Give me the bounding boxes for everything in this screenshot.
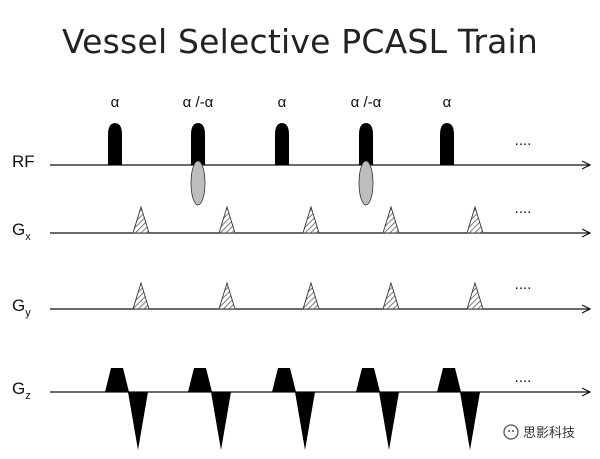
gx-channel-label: Gx: [12, 220, 31, 243]
rf-negative-lobe-2: [190, 160, 206, 206]
gy-gradient-4: [382, 281, 400, 310]
rf-pulse-4: [359, 123, 373, 165]
gy-gradient-2: [218, 281, 236, 310]
gz-label-subscript: z: [25, 390, 31, 402]
gz-slice-select-5: [437, 368, 461, 392]
wechat-icon: [503, 423, 519, 440]
watermark: 思影科技: [503, 422, 575, 441]
gx-ellipsis: ....: [515, 200, 532, 217]
rf-pulse-label-2: α /-α: [183, 94, 214, 111]
gz-ellipsis: ....: [515, 369, 532, 386]
gx-gradient-1: [132, 205, 150, 234]
gy-channel-label: Gy: [12, 296, 31, 319]
gz-slice-select-2: [188, 368, 212, 392]
gz-slice-select-4: [356, 368, 380, 392]
gz-slice-select-3: [272, 368, 296, 392]
rf-pulse-1: [108, 123, 122, 165]
gy-label-subscript: y: [25, 307, 31, 319]
gx-label-main: G: [12, 220, 25, 239]
rf-pulse-label-4: α /-α: [351, 94, 382, 111]
gy-gradient-3: [302, 281, 320, 310]
gz-refocus-1: [128, 392, 148, 450]
watermark-text: 思影科技: [523, 426, 576, 441]
gy-gradient-1: [132, 281, 150, 310]
gx-gradient-3: [302, 205, 320, 234]
gz-refocus-5: [460, 392, 480, 450]
gx-label-subscript: x: [25, 231, 31, 243]
gz-refocus-2: [211, 392, 231, 450]
rf-pulse-2: [191, 123, 205, 165]
gz-refocus-3: [295, 392, 315, 450]
gy-gradient-5: [466, 281, 484, 310]
gx-gradient-5: [466, 205, 484, 234]
gy-label-main: G: [12, 296, 25, 315]
rf-label-main: RF: [12, 152, 35, 171]
rf-pulse-label-1: α: [111, 94, 120, 111]
rf-negative-lobe-4: [358, 160, 374, 206]
rf-pulse-5: [440, 123, 454, 165]
rf-channel-label: RF: [12, 152, 35, 171]
gy-ellipsis: ....: [515, 276, 532, 293]
rf-pulse-label-3: α: [278, 94, 287, 111]
gz-refocus-4: [379, 392, 399, 450]
diagram-title: Vessel Selective PCASL Train: [61, 22, 539, 61]
gx-gradient-2: [218, 205, 236, 234]
gx-gradient-4: [382, 205, 400, 234]
rf-pulse-3: [275, 123, 289, 165]
gz-channel-label: Gz: [12, 379, 31, 402]
gz-label-main: G: [12, 379, 25, 398]
gz-slice-select-1: [105, 368, 129, 392]
rf-ellipsis: ....: [515, 132, 532, 149]
rf-pulse-label-5: α: [443, 94, 452, 111]
